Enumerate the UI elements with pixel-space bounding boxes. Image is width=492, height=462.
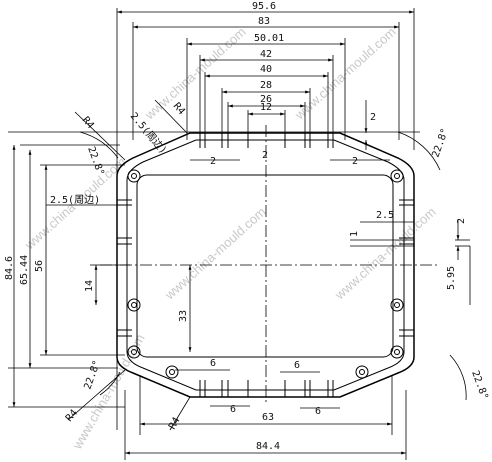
bottom-slots	[199, 380, 334, 397]
dimension-lines	[12, 10, 471, 455]
center-lines	[100, 125, 440, 405]
dim-2-right: 2	[352, 156, 358, 167]
dim-2-left: 2	[210, 156, 216, 167]
dim-26: 26	[260, 94, 272, 105]
dim-r4-tl: R4	[80, 115, 96, 131]
dim-2-mid: 2	[262, 150, 268, 161]
dim-33: 33	[178, 310, 189, 322]
dim-83: 83	[258, 16, 270, 27]
dim-22-8-br: 22.8°	[469, 369, 490, 401]
top-slots	[199, 133, 334, 148]
dim-r4-bl: R4	[64, 408, 80, 424]
extension-lines	[8, 8, 420, 460]
dim-12: 12	[260, 102, 272, 113]
dim-22-8-bl: 22.8°	[82, 359, 103, 391]
inner-cavity	[136, 174, 394, 358]
dim-6-d: 6	[315, 406, 321, 417]
dim-6-b: 6	[294, 360, 300, 371]
dim-5-95: 5.95	[446, 266, 457, 290]
dim-1-right: 1	[349, 231, 360, 237]
screw-bosses	[127, 169, 404, 379]
dim-r4-tl2: R4	[171, 101, 187, 117]
dim-56: 56	[34, 260, 45, 272]
dim-63: 63	[262, 412, 274, 423]
dim-42: 42	[260, 49, 272, 60]
dim-84-6: 84.6	[4, 256, 15, 280]
svg-text:www.china-mould.com: www.china-mould.com	[141, 24, 248, 123]
svg-text:www.china-mould.com: www.china-mould.com	[69, 331, 148, 452]
dim-2-5-right: 2.5	[376, 210, 394, 221]
dim-6-c: 6	[230, 404, 236, 415]
dim-28: 28	[260, 80, 272, 91]
dim-22-8-tl: 22.8°	[85, 145, 106, 177]
dim-50-01: 50.01	[254, 33, 284, 44]
dim-22-8-tr: 22.8°	[430, 127, 451, 159]
dim-2-5-edge-b: 2.5(周边)	[50, 194, 100, 206]
dim-r4-bl2: R4	[167, 416, 183, 432]
dim-65-44: 65.44	[19, 255, 30, 285]
svg-text:www.china-mould.com: www.china-mould.com	[161, 204, 268, 303]
dim-40: 40	[260, 64, 272, 75]
dim-84-4: 84.4	[256, 441, 280, 452]
dim-14: 14	[84, 280, 95, 292]
dim-6-a: 6	[210, 358, 216, 369]
dim-2-top: 2	[370, 112, 376, 123]
side-slots	[117, 199, 414, 337]
dim-95-6: 95.6	[252, 1, 276, 12]
dim-2-right-side: 2	[456, 218, 467, 224]
